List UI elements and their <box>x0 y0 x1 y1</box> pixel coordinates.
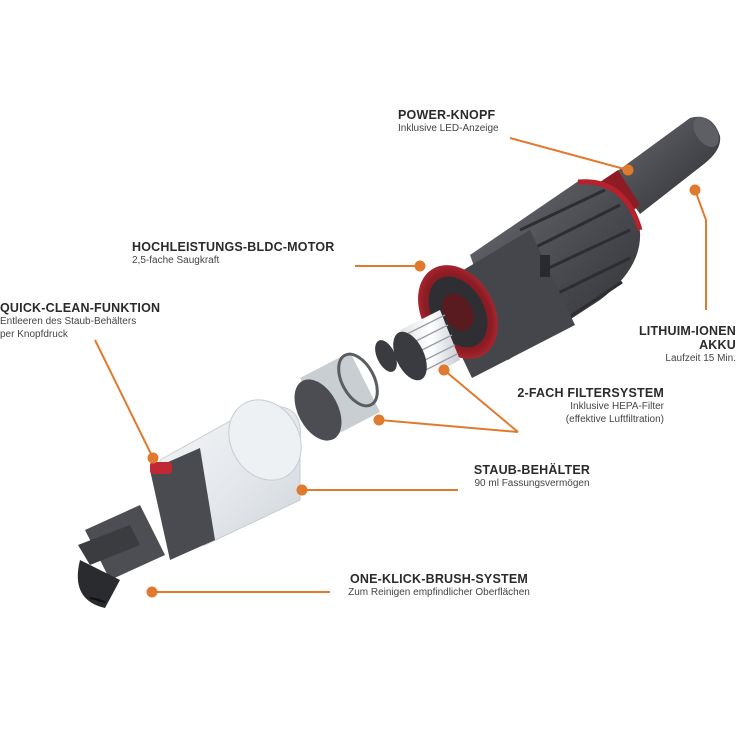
callout-title: HOCHLEISTUNGS-BLDC-MOTOR <box>132 240 335 254</box>
callout-subtitle: 2,5-fache Saugkraft <box>132 255 220 266</box>
callout-battery: LITHUIM-IONEN AKKU Laufzeit 15 Min. <box>639 324 736 365</box>
callout-subtitle: Zum Reinigen empfindlicher Oberflächen <box>348 587 530 598</box>
callout-title: 2-FACH FILTERSYSTEM <box>517 386 664 400</box>
leader-battery <box>694 189 707 310</box>
callout-filter: 2-FACH FILTERSYSTEM Inklusive HEPA-Filte… <box>517 386 664 426</box>
callout-subtitle: (effektive Luftfiltration) <box>565 414 664 425</box>
callout-subtitle: 90 ml Fassungsvermögen <box>474 478 590 489</box>
callout-title: ONE-KLICK-BRUSH-SYSTEM <box>349 572 528 586</box>
dot-brush <box>146 586 158 598</box>
hepa-filter <box>393 310 460 382</box>
dot-filter-a <box>438 364 450 376</box>
mesh-filter <box>294 352 380 441</box>
callout-power: POWER-KNOPF Inklusive LED-Anzeige <box>398 108 499 135</box>
callout-subtitle: per Knopfdruck <box>0 329 68 340</box>
leader-filter-a <box>443 369 519 433</box>
dust-bin-assembly <box>77 399 302 608</box>
callout-title: STAUB-BEHÄLTER <box>473 463 591 477</box>
leader-quickclean <box>94 339 154 459</box>
callout-brush: ONE-KLICK-BRUSH-SYSTEM Zum Reinigen empf… <box>324 572 554 599</box>
dot-bin <box>296 484 308 496</box>
filter-disc <box>375 340 397 372</box>
leader-power <box>509 137 629 171</box>
callout-title: LITHUIM-IONEN <box>638 324 736 338</box>
dot-motor <box>414 260 426 272</box>
callout-title: AKKU <box>699 338 736 352</box>
callout-title: QUICK-CLEAN-FUNKTION <box>0 301 161 315</box>
dot-quickclean <box>147 452 159 464</box>
callout-title: POWER-KNOPF <box>398 108 496 122</box>
callout-subtitle: Laufzeit 15 Min. <box>665 353 736 364</box>
dot-power <box>622 164 634 176</box>
callout-quickclean: QUICK-CLEAN-FUNKTION Entleeren des Staub… <box>0 301 160 341</box>
leader-filter-b <box>378 419 519 433</box>
callout-bin: STAUB-BEHÄLTER 90 ml Fassungsvermögen <box>462 463 602 490</box>
dot-battery <box>689 184 701 196</box>
callout-subtitle: Inklusive HEPA-Filter <box>570 401 664 412</box>
dot-filter-b <box>373 414 385 426</box>
callout-subtitle: Inklusive LED-Anzeige <box>398 123 499 134</box>
callout-motor: HOCHLEISTUNGS-BLDC-MOTOR 2,5-fache Saugk… <box>132 240 334 267</box>
callout-subtitle: Entleeren des Staub-Behälters <box>0 316 137 327</box>
